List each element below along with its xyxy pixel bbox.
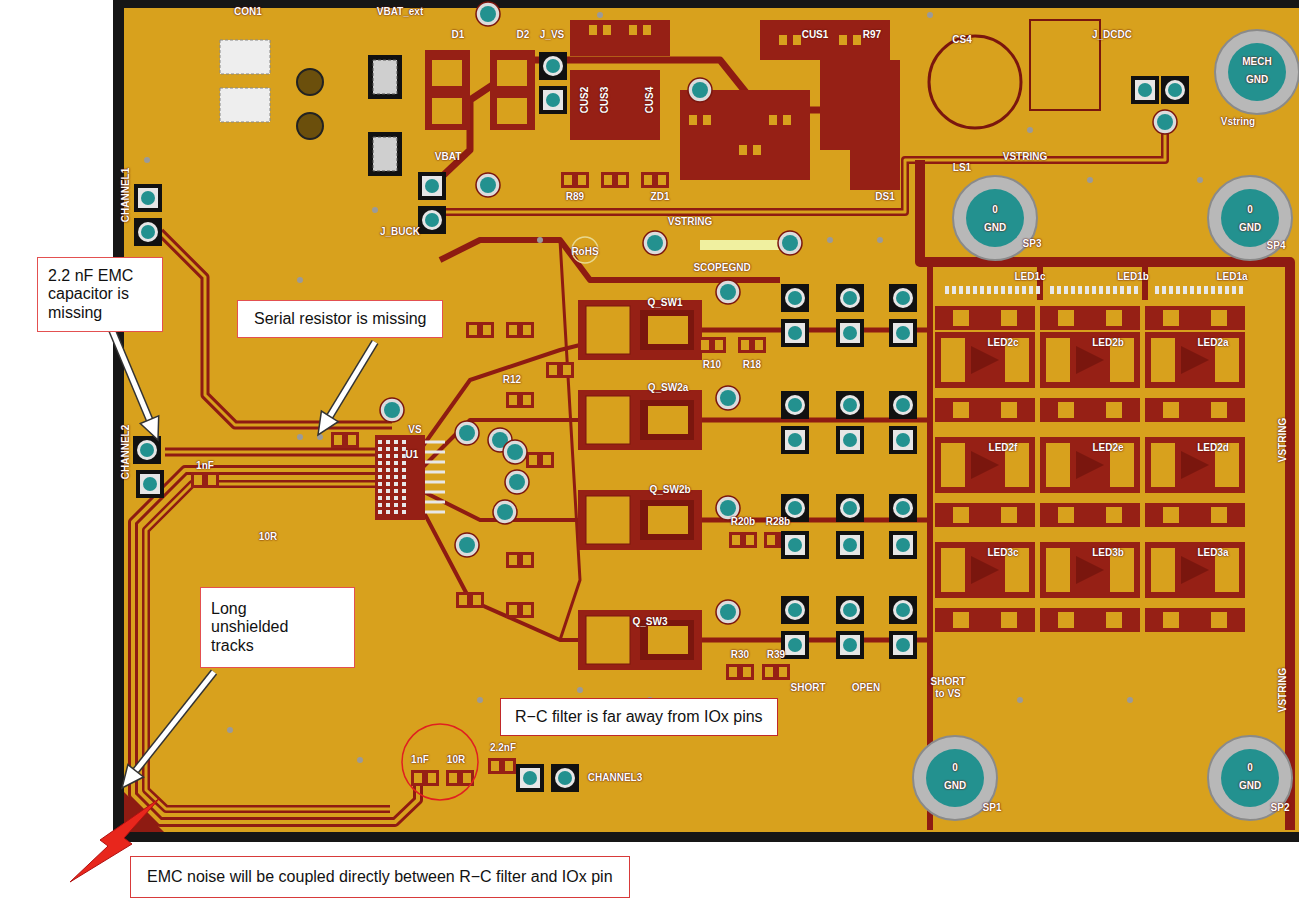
silkscreen-label: SP1 bbox=[983, 802, 1002, 814]
silkscreen-label: ZD1 bbox=[651, 191, 670, 203]
pads-and-vias bbox=[133, 2, 1299, 820]
silkscreen-label: VBAT_ext bbox=[377, 6, 424, 18]
silkscreen-label: J_VS bbox=[540, 29, 564, 41]
silkscreen-label: LED3c bbox=[987, 547, 1018, 559]
silkscreen-label: CUS3 bbox=[599, 87, 611, 114]
silkscreen-label: VSTRING bbox=[1003, 151, 1047, 163]
callout-text: EMC noise will be coupled directly betwe… bbox=[147, 868, 613, 886]
silkscreen-label: CUS2 bbox=[579, 87, 591, 114]
silkscreen-label: VSTRING bbox=[668, 216, 712, 228]
silkscreen-label: 0 bbox=[1247, 762, 1253, 774]
silkscreen-label: LS1 bbox=[953, 162, 971, 174]
silkscreen-label: CHANNEL2 bbox=[120, 425, 132, 479]
silkscreen-label: SP3 bbox=[1023, 238, 1042, 250]
silkscreen-label: LED1c bbox=[1014, 271, 1045, 283]
silkscreen-label: GND bbox=[944, 780, 966, 792]
silkscreen-label: R39 bbox=[767, 649, 785, 661]
silkscreen-label: LED3b bbox=[1092, 547, 1124, 559]
silkscreen-label: J_DCDC bbox=[1092, 29, 1132, 41]
silkscreen-label: SCOPEGND bbox=[693, 262, 750, 274]
silkscreen-label: J_BUCK bbox=[380, 226, 420, 238]
top-components bbox=[220, 20, 1100, 190]
silkscreen-label: LED2b bbox=[1092, 337, 1124, 349]
callout-text: Serial resistor is missing bbox=[254, 310, 426, 328]
silkscreen-label: LED2d bbox=[1197, 442, 1229, 454]
silkscreen-label: GND bbox=[1239, 222, 1261, 234]
silkscreen-label: SP4 bbox=[1267, 240, 1286, 252]
silkscreen-label: CS4 bbox=[952, 34, 971, 46]
callout-text: 2.2 nF EMC capacitor is missing bbox=[48, 267, 150, 322]
silkscreen-label: CHANNEL3 bbox=[588, 772, 642, 784]
annotation-arrows bbox=[70, 330, 478, 882]
silkscreen-label: 0 bbox=[952, 762, 958, 774]
silkscreen-label: CUS4 bbox=[644, 87, 656, 114]
silkscreen-label: D1 bbox=[452, 29, 465, 41]
silkscreen-label: Vstring bbox=[1221, 116, 1255, 128]
silkscreen-label: VBAT bbox=[435, 151, 461, 163]
silkscreen-label: 0 bbox=[1247, 204, 1253, 216]
silkscreen-label: LED2e bbox=[1092, 442, 1123, 454]
callout-text: Long unshielded tracks bbox=[211, 600, 294, 655]
silkscreen-label: U1 bbox=[406, 449, 419, 461]
silkscreen-label: 10R bbox=[447, 754, 465, 766]
silkscreen-label: R12 bbox=[503, 374, 521, 386]
silkscreen-label: VSTRING bbox=[1277, 418, 1289, 462]
silkscreen-label: SHORT bbox=[791, 682, 826, 694]
silkscreen-label: GND bbox=[984, 222, 1006, 234]
silkscreen-label: R89 bbox=[566, 191, 584, 203]
silkscreen-label: CHANNEL1 bbox=[120, 168, 132, 222]
silkscreen-label: 0 bbox=[992, 204, 998, 216]
callout-box: R−C filter is far away from IOx pins bbox=[500, 698, 778, 736]
silkscreen-label: CON1 bbox=[234, 6, 262, 18]
silkscreen-label: 10R bbox=[259, 531, 277, 543]
pcb-tracks bbox=[133, 60, 1290, 830]
silkscreen-label: SP2 bbox=[1271, 802, 1290, 814]
silkscreen-label: OPEN bbox=[852, 682, 880, 694]
silkscreen-label: VS bbox=[408, 424, 421, 436]
silkscreen-label: CUS1 bbox=[802, 29, 829, 41]
silkscreen-label: LED2a bbox=[1197, 337, 1228, 349]
silkscreen-label: to VS bbox=[935, 688, 961, 700]
silkscreen-label: SHORT bbox=[931, 676, 966, 688]
callout-box: 2.2 nF EMC capacitor is missing bbox=[37, 257, 163, 332]
callout-box: EMC noise will be coupled directly betwe… bbox=[130, 856, 630, 898]
silkscreen-label: D2 bbox=[517, 29, 530, 41]
silkscreen-label: Q_SW2b bbox=[649, 484, 690, 496]
silkscreen-label: LED1a bbox=[1216, 271, 1247, 283]
silkscreen-label: 1nF bbox=[196, 460, 214, 472]
led-matrix bbox=[935, 290, 1245, 632]
callout-text: R−C filter is far away from IOx pins bbox=[515, 708, 763, 726]
silkscreen-label: Q_SW2a bbox=[648, 382, 689, 394]
silkscreen-label: R20b bbox=[731, 516, 755, 528]
silkscreen-label: VSTRING bbox=[1277, 668, 1289, 712]
silkscreen-label: LED2f bbox=[989, 442, 1018, 454]
silkscreen-label: 2.2nF bbox=[490, 742, 516, 754]
driver-circuit bbox=[191, 237, 792, 786]
silkscreen-label: DS1 bbox=[875, 191, 894, 203]
silkscreen-label: Q_SW3 bbox=[632, 616, 667, 628]
silkscreen-label: R10 bbox=[703, 359, 721, 371]
silkscreen-label: R18 bbox=[743, 359, 761, 371]
silkscreen-label: GND bbox=[1246, 74, 1268, 86]
callout-box: Long unshielded tracks bbox=[200, 587, 355, 668]
silkscreen-label: R30 bbox=[731, 649, 749, 661]
silkscreen-label: 1nF bbox=[411, 754, 429, 766]
callout-box: Serial resistor is missing bbox=[237, 300, 443, 338]
silkscreen-label: R97 bbox=[863, 29, 881, 41]
silkscreen-label: Q_SW1 bbox=[647, 297, 682, 309]
silkscreen-label: GND bbox=[1239, 780, 1261, 792]
silkscreen-label: LED2c bbox=[987, 337, 1018, 349]
silkscreen-label: R28b bbox=[766, 516, 790, 528]
silkscreen-label: RoHS bbox=[571, 246, 598, 258]
silkscreen-label: LED1b bbox=[1117, 271, 1149, 283]
silkscreen-label: MECH bbox=[1242, 56, 1271, 68]
silkscreen-label: LED3a bbox=[1197, 547, 1228, 559]
